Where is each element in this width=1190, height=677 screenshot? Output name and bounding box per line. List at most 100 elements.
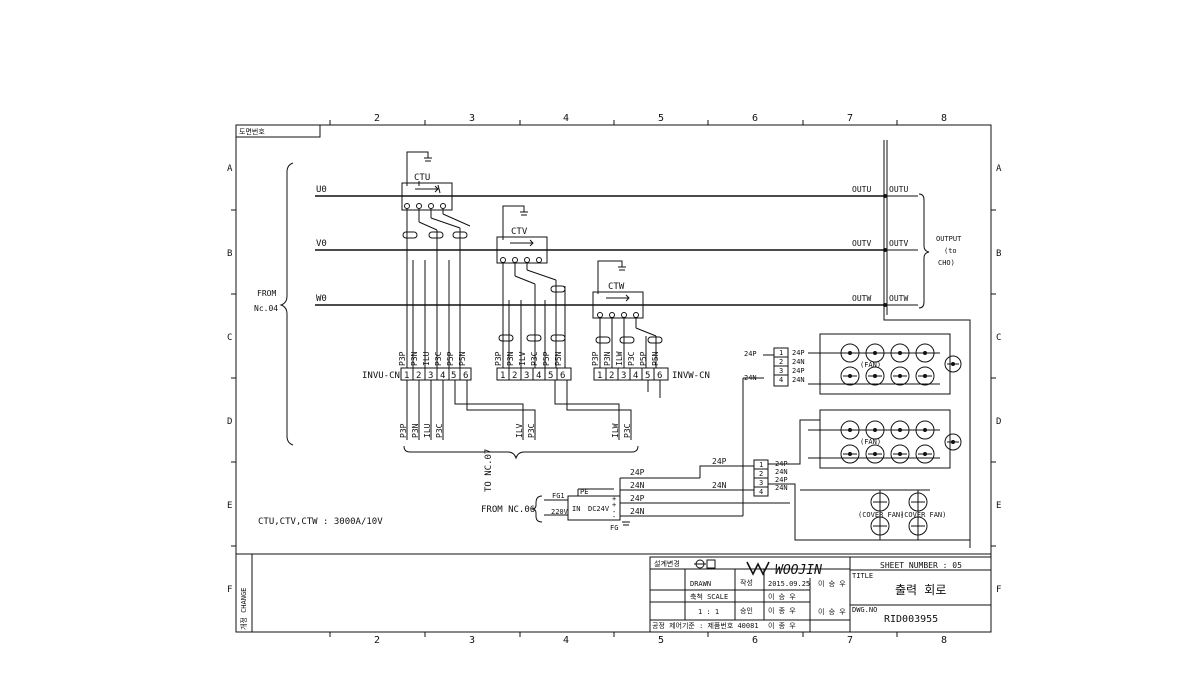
title-key: TITLE bbox=[852, 572, 873, 580]
to-nc07-label: TO NC.07 bbox=[484, 449, 494, 492]
pin-label: P3C bbox=[627, 351, 636, 366]
col-5-bottom: 5 bbox=[658, 635, 664, 646]
ct-u: CTU bbox=[401, 151, 453, 211]
phase-u-label: U0 bbox=[316, 185, 327, 195]
fan2-term-num: 4 bbox=[759, 488, 763, 496]
bottom-pin-label: ILV bbox=[515, 423, 524, 438]
invw-pin-5: 5 bbox=[645, 371, 650, 381]
fan1-term-label: 24P bbox=[792, 367, 805, 375]
pin-label: P3N bbox=[603, 351, 612, 366]
sheet-number: SHEET NUMBER : 05 bbox=[880, 561, 962, 570]
company-logo: WOOJIN bbox=[746, 561, 822, 578]
row-e-left: E bbox=[227, 501, 232, 511]
pin-label: P5P bbox=[639, 351, 648, 366]
pin-label: P3C bbox=[434, 351, 443, 366]
ct-rating-note: CTU,CTV,CTW : 3000A/10V bbox=[258, 517, 383, 527]
power-out-24n-2: 24N bbox=[630, 507, 645, 516]
fan1-term-num: 3 bbox=[779, 367, 783, 375]
bottom-pin-label: ILW bbox=[611, 423, 620, 438]
row-c-right: C bbox=[996, 333, 1001, 343]
revision-label: 개정 CHANGE bbox=[239, 588, 248, 630]
scale-label: 축척 SCALE bbox=[690, 592, 728, 601]
column-markers: 2 3 4 5 6 7 8 2 3 4 5 6 7 8 bbox=[329, 113, 947, 646]
cover-fan-left-label: (COVER FAN) bbox=[858, 511, 904, 519]
drawn-by-label: 작성 bbox=[740, 578, 753, 587]
phase-w-label: W0 bbox=[316, 294, 327, 304]
out-w2-label: OUTW bbox=[889, 294, 908, 303]
col-7-top: 7 bbox=[847, 113, 853, 124]
invw-pin-1: 1 bbox=[597, 371, 602, 381]
fan2-term-label: 24N bbox=[775, 468, 788, 476]
power-in-label: IN bbox=[572, 505, 580, 513]
pin-label: ILW bbox=[615, 351, 624, 366]
power-pin: - bbox=[612, 513, 616, 521]
invw-pin-3: 3 bbox=[621, 371, 626, 381]
power-from-label: FROM NC.06 bbox=[481, 505, 535, 515]
power-conv-label: DC24V bbox=[588, 505, 610, 513]
row-d-right: D bbox=[996, 417, 1001, 427]
power-fg-label: FG bbox=[610, 524, 618, 532]
drawn-name: 이 승 우 bbox=[818, 579, 846, 588]
out-v2-label: OUTV bbox=[889, 239, 908, 248]
fan1-in-24p: 24P bbox=[744, 350, 757, 358]
from-label-1: FROM bbox=[257, 289, 276, 298]
fan1-term-label: 24P bbox=[792, 349, 805, 357]
bottom-pin-label: P3N bbox=[411, 423, 420, 438]
corner-tag: 도면번호 bbox=[239, 127, 265, 136]
row-f-left: F bbox=[227, 585, 232, 595]
checked-name: 이 승 우 bbox=[768, 592, 796, 601]
invu-pin-2: 2 bbox=[416, 371, 421, 381]
cover-fan-right-label: (COVER FAN) bbox=[900, 511, 946, 519]
pin-label: P5N bbox=[458, 351, 467, 366]
invu-pin-1: 1 bbox=[404, 371, 409, 381]
fan1-term-num: 2 bbox=[779, 358, 783, 366]
col-6-top: 6 bbox=[752, 113, 758, 124]
invv-pin-3: 3 bbox=[524, 371, 529, 381]
invv-pin-5: 5 bbox=[548, 371, 553, 381]
power-supply: FROM NC.06 FG1 220V IN DC24V PE FG + + -… bbox=[481, 377, 790, 532]
fan-bank-2: 1 2 3 4 24P 24N 24P 24N (FAN) bbox=[753, 409, 962, 497]
drawing-title: 출력 회로 bbox=[895, 583, 946, 597]
pin-label: ILV bbox=[518, 351, 527, 366]
connector-pin-labels: P3P P3N ILU P3C P5P P5N P3P P3N ILV P3C … bbox=[398, 351, 660, 366]
fan2-term-num: 3 bbox=[759, 479, 763, 487]
bottom-pin-label: ILU bbox=[423, 423, 432, 438]
col-8-bottom: 8 bbox=[941, 635, 947, 646]
verified-name: 이 종 우 bbox=[768, 621, 796, 630]
row-d-left: D bbox=[227, 417, 232, 427]
cover-fans: (COVER FAN) (COVER FAN) bbox=[768, 483, 970, 541]
col-3-top: 3 bbox=[469, 113, 475, 124]
power-top-label: PE bbox=[580, 488, 588, 496]
row-a-right: A bbox=[996, 164, 1002, 174]
power-pin: - bbox=[612, 508, 616, 516]
col-8-top: 8 bbox=[941, 113, 947, 124]
invv-pin-1: 1 bbox=[500, 371, 505, 381]
output-group-line2: (to bbox=[944, 247, 957, 255]
invw-pin-4: 4 bbox=[633, 371, 638, 381]
ct-v: CTV bbox=[496, 205, 548, 264]
power-in-top: FG1 bbox=[552, 492, 565, 500]
projection-symbol-icon bbox=[694, 559, 716, 569]
trunk-24p: 24P bbox=[712, 457, 727, 466]
col-7-bottom: 7 bbox=[847, 635, 853, 646]
out-v-label: OUTV bbox=[852, 239, 871, 248]
col-4-bottom: 4 bbox=[563, 635, 569, 646]
col-4-top: 4 bbox=[563, 113, 569, 124]
fan-icon bbox=[840, 420, 962, 464]
output-group-line3: CHO) bbox=[938, 259, 955, 267]
approved-label: 승인 bbox=[740, 606, 753, 615]
bottom-pin-label: P3C bbox=[527, 423, 536, 438]
row-markers: A B C D E F A B C D E F bbox=[227, 164, 1002, 595]
power-pin: + bbox=[612, 501, 616, 509]
title-block: 개정 CHANGE 설계변경 WOOJIN DRAWN 작성 2015.09.2… bbox=[239, 554, 992, 633]
pin-label: P5N bbox=[554, 351, 563, 366]
fan1-term-label: 24N bbox=[792, 376, 805, 384]
pin-label: P3N bbox=[410, 351, 419, 366]
ct-w: CTW bbox=[592, 260, 644, 319]
from-brace: FROM Nc.04 bbox=[254, 162, 294, 446]
col-3-bottom: 3 bbox=[469, 635, 475, 646]
pin-label: P3P bbox=[591, 351, 600, 366]
power-pin: + bbox=[612, 495, 616, 503]
ct-v-label: CTV bbox=[511, 227, 528, 237]
fan1-group-label: (FAN) bbox=[860, 361, 881, 369]
